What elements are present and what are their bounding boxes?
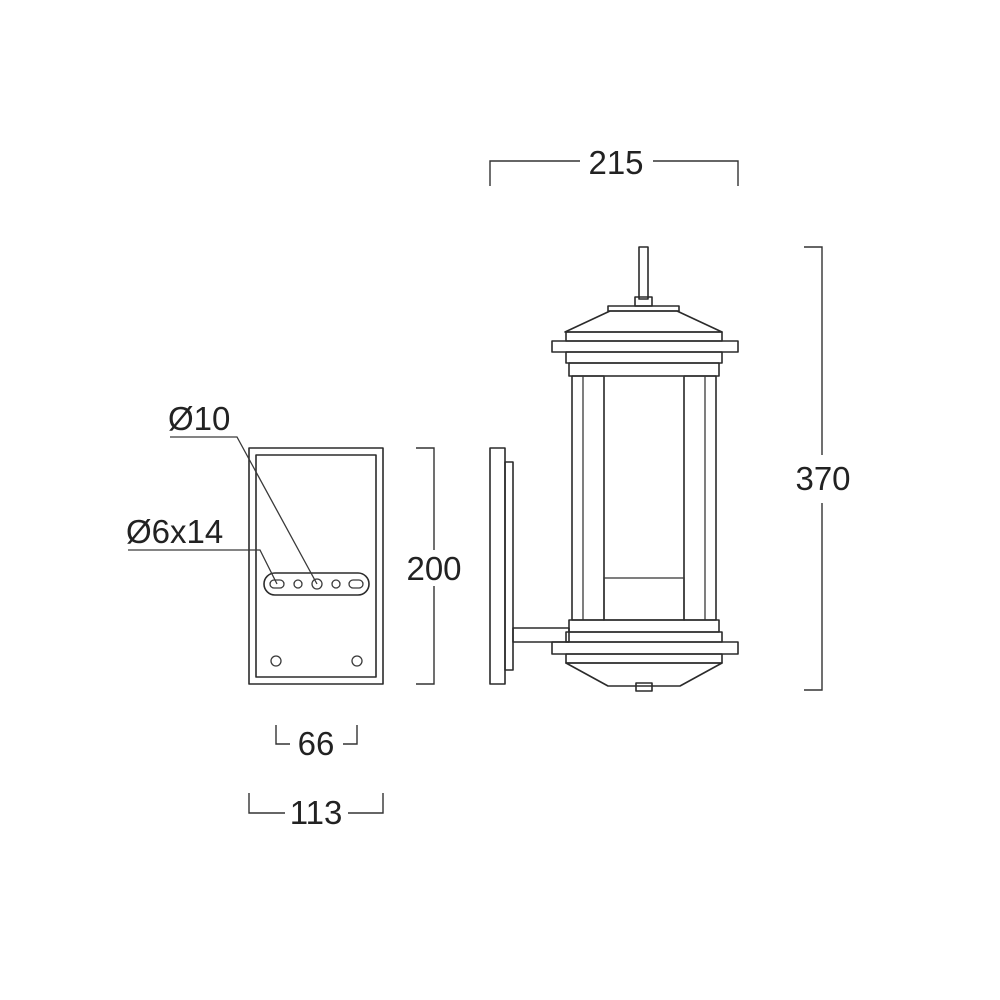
lower-collar: [565, 631, 723, 643]
dim-hole-spacing-label: 66: [298, 725, 335, 762]
bottom-hole-left: [270, 655, 282, 667]
bottom-band: [565, 653, 723, 664]
dim-plate-width-label: 113: [290, 794, 343, 831]
bottom-bowl: [565, 662, 723, 687]
lower-ring: [568, 619, 720, 633]
dimension-plate-height: [416, 447, 435, 685]
center-hole: [311, 578, 323, 590]
leader-center-hole: [170, 436, 318, 585]
bottom-flange: [551, 641, 739, 655]
backplate-front-view: [248, 447, 384, 685]
top-rod: [638, 246, 649, 300]
callout-slot: Ø6x14: [126, 513, 223, 550]
support-arm: [512, 627, 570, 643]
left-post: [571, 375, 605, 621]
mounting-strip: [263, 572, 370, 596]
roof-band: [565, 331, 723, 342]
lamp-holder: [603, 577, 685, 621]
top-flange: [551, 340, 739, 353]
upper-ring: [568, 362, 720, 377]
wall-plate-lip: [504, 461, 514, 671]
dimension-total-width: [489, 160, 739, 186]
right-post: [683, 375, 717, 621]
lantern-side-view: [489, 246, 739, 692]
small-hole-right: [331, 579, 341, 589]
slot-right: [348, 579, 364, 589]
dim-total-height-label: 370: [795, 460, 850, 497]
callout-center-hole: Ø10: [168, 400, 230, 437]
roof: [564, 310, 723, 333]
dimension-total-height: [804, 246, 823, 691]
wall-plate-side: [489, 447, 506, 685]
slot-left: [269, 579, 285, 589]
dim-plate-height-label: 200: [406, 550, 461, 587]
bottom-hole-right: [351, 655, 363, 667]
dim-total-width-label: 215: [588, 144, 643, 181]
leaders: [128, 436, 318, 585]
small-hole-left: [293, 579, 303, 589]
dimension-hole-spacing: [275, 725, 358, 745]
backplate-outer: [248, 447, 384, 685]
dimension-plate-width: [248, 793, 384, 814]
upper-collar: [565, 351, 723, 364]
bottom-finial: [635, 682, 653, 692]
glass-panel: [603, 375, 685, 621]
leader-slot: [128, 549, 278, 585]
backplate-inner: [255, 454, 377, 678]
